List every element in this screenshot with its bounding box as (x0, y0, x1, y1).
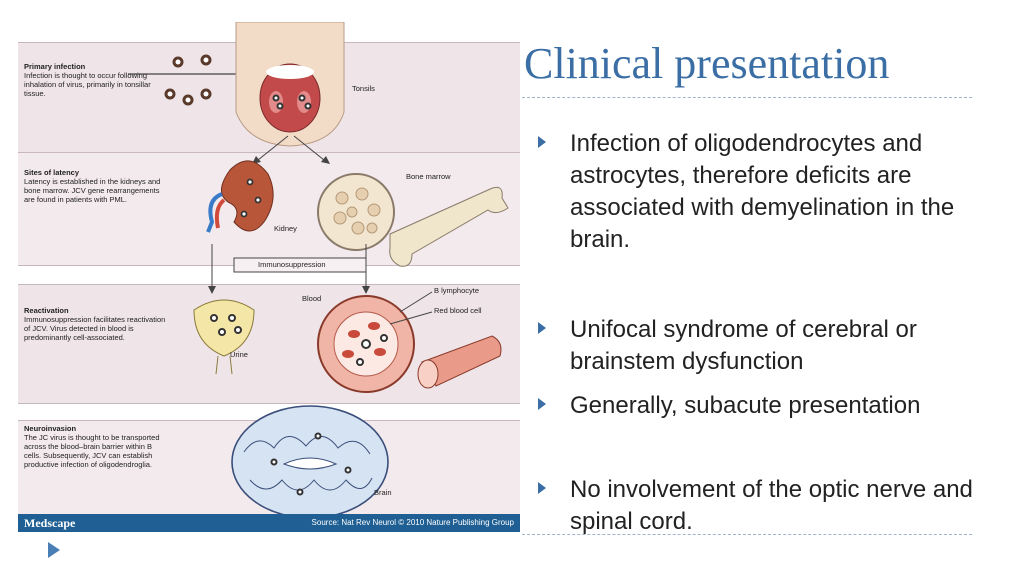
label-urine: Urine (230, 350, 248, 359)
virus-particles (166, 56, 210, 104)
bullet-text: No involvement of the optic nerve and sp… (570, 474, 1010, 538)
bullet-arrow-icon (538, 136, 546, 148)
label-bone-marrow: Bone marrow (406, 172, 451, 181)
bullet-arrow-icon (538, 398, 546, 410)
label-tonsils: Tonsils (352, 84, 375, 93)
bullet-text: Unifocal syndrome of cerebral or brainst… (570, 314, 1010, 378)
slide-title: Clinical presentation (524, 38, 889, 89)
medscape-logo: Medscape (24, 516, 75, 531)
bladder-illustration (194, 300, 254, 374)
label-kidney: Kidney (274, 224, 297, 233)
title-divider (522, 97, 972, 98)
label-brain: Brain (374, 488, 392, 497)
bullet-text: Infection of oligodendrocytes and astroc… (570, 128, 1010, 256)
brain-illustration (232, 406, 388, 514)
bullet-arrow-icon (538, 322, 546, 334)
label-blood: Blood (302, 294, 321, 303)
pml-pathogenesis-figure: Primary infection Infection is thought t… (18, 22, 520, 532)
bullet-text: Generally, subacute presentation (570, 390, 1010, 422)
figure-source: Source: Nat Rev Neurol © 2010 Nature Pub… (312, 518, 514, 527)
bullet-arrow-icon (538, 482, 546, 494)
label-b-lymphocyte: B lymphocyte (434, 286, 479, 295)
label-immunosuppression: Immunosuppression (258, 260, 326, 269)
bone-marrow-illustration (318, 174, 508, 266)
kidney-illustration (208, 161, 273, 232)
play-triangle-icon[interactable] (48, 542, 60, 558)
bottom-divider (522, 534, 972, 535)
figure-footer: Medscape Source: Nat Rev Neurol © 2010 N… (18, 514, 520, 532)
face-with-tonsils (236, 22, 344, 146)
label-red-blood-cell: Red blood cell (434, 306, 482, 315)
